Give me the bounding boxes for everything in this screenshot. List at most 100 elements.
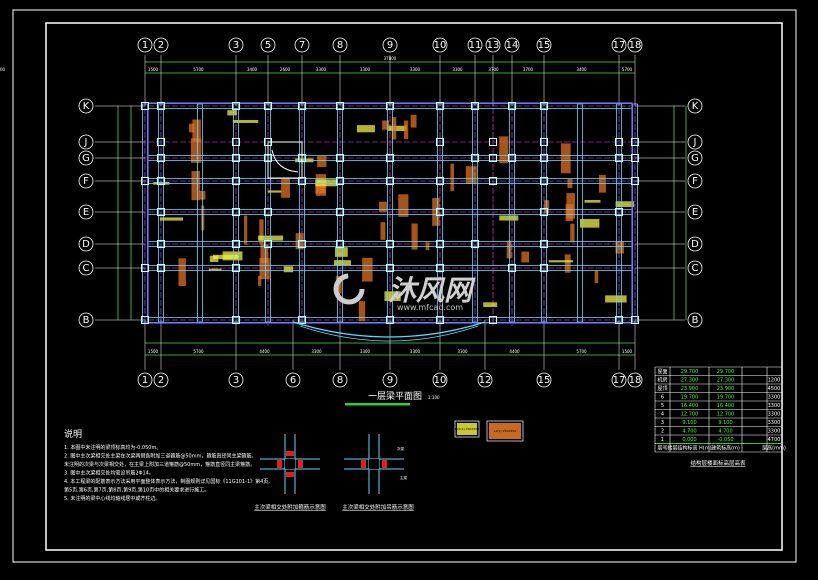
table-cell: 29.700 <box>681 369 699 375</box>
axis-bubble <box>687 173 703 189</box>
axis-label-bottom: 9 <box>387 375 393 386</box>
detail-label-bottom: 主梁 <box>400 475 408 480</box>
table-header: 楼层结构标高 H(m) <box>667 445 711 452</box>
beam-annotation <box>564 254 571 273</box>
beam-vertical <box>233 103 239 323</box>
stirrup-mark <box>286 472 294 477</box>
axis-bubble <box>504 37 520 53</box>
axis-bubble <box>687 98 703 114</box>
column <box>232 240 240 248</box>
axis-bubble <box>285 372 301 388</box>
dimension-text: 5700 <box>193 349 204 354</box>
table-cell: 3 <box>661 420 664 426</box>
axis-bubble <box>78 173 94 189</box>
dimension-text: 3300 <box>360 349 371 354</box>
beam-annotation <box>387 125 407 131</box>
axis-label-top: 2 <box>158 40 164 51</box>
beam-vertical <box>158 103 164 323</box>
axis-label-left: B <box>83 315 90 326</box>
beam-annotation <box>227 110 237 116</box>
table-cell: 屋顶 <box>657 386 667 392</box>
table-header: 层高(mm) <box>762 445 786 452</box>
beam-annotation <box>566 193 576 219</box>
column <box>489 177 497 185</box>
beam-annotation <box>362 257 373 282</box>
column <box>436 264 444 272</box>
table-header: 建筑标高(m) <box>711 445 740 452</box>
axis-bubble <box>687 150 703 166</box>
axis-bubble <box>687 134 703 150</box>
column <box>157 102 165 110</box>
column <box>336 208 344 216</box>
curved-beam <box>299 325 479 342</box>
notes-heading: 说明 <box>64 428 82 440</box>
watermark-logo-icon <box>333 273 365 305</box>
dimension-text: 1500 <box>148 67 159 72</box>
axis-label-bottom: 1 <box>142 375 148 386</box>
axis-label-left: J <box>84 137 88 148</box>
beam-annotation <box>382 120 390 130</box>
column <box>471 102 479 110</box>
axis-label-bottom: 3 <box>233 375 239 386</box>
dimension-text: 2600 <box>280 67 291 72</box>
axis-bubble <box>485 37 501 53</box>
dimension-text: 3300 <box>311 349 322 354</box>
column <box>232 208 240 216</box>
table-cell: 23.900 <box>717 386 735 392</box>
outer-frame <box>12 9 797 563</box>
column <box>157 138 165 146</box>
watermark-brand: 沐风网 <box>388 274 476 307</box>
axis-label-left: K <box>83 101 90 112</box>
axis-bubble <box>611 37 627 53</box>
beam-annotation <box>188 123 195 133</box>
table-cell: 3300 <box>768 420 781 426</box>
axis-label-left: G <box>82 153 90 164</box>
axis-label-top: 18 <box>629 40 642 51</box>
table-cell: 4.700 <box>682 429 696 435</box>
beam-annotation <box>178 258 186 287</box>
beam-annotation <box>380 222 386 240</box>
column <box>141 177 149 185</box>
axis-bubble <box>611 372 627 388</box>
dimension-text: 3300 <box>457 349 468 354</box>
beam-annotation <box>258 276 262 286</box>
column <box>436 208 444 216</box>
dimension-text: 1500 <box>148 349 159 354</box>
axis-bubble <box>432 372 448 388</box>
axis-label-top: 8 <box>337 40 343 51</box>
legend-box-1: KL1(1) 250X500 <box>454 420 480 438</box>
beam-annotation <box>615 241 624 254</box>
column <box>540 240 548 248</box>
axis-bubble <box>382 37 398 53</box>
axis-bubble <box>294 37 310 53</box>
axis-bubble <box>382 372 398 388</box>
beam-annotation <box>560 143 571 174</box>
axis-bubble <box>78 260 94 276</box>
table-cell: 6 <box>661 395 664 401</box>
beam-annotation <box>465 166 477 184</box>
beam-annotation <box>521 251 530 263</box>
beam-annotation <box>159 217 184 221</box>
column <box>540 154 548 162</box>
dimension-text: 5700 <box>576 349 587 354</box>
beam-annotation <box>267 190 282 193</box>
beam-annotation <box>499 136 509 164</box>
column <box>631 154 639 162</box>
dimension-text: 3700 <box>488 67 499 72</box>
column <box>489 138 497 146</box>
beam-annotation <box>356 125 375 133</box>
column <box>436 316 444 324</box>
beam-annotation <box>208 268 222 271</box>
column <box>386 240 394 248</box>
table-cell: 12.700 <box>681 412 699 418</box>
column <box>232 102 240 110</box>
table-cell: 0.000 <box>682 437 696 443</box>
axis-bubble <box>228 37 244 53</box>
beam-annotation <box>317 156 327 168</box>
axis-label-top: 13 <box>487 40 500 51</box>
axis-bubble <box>332 372 348 388</box>
axis-label-top: 14 <box>506 40 519 51</box>
beam-annotation <box>398 194 409 217</box>
column <box>436 102 444 110</box>
